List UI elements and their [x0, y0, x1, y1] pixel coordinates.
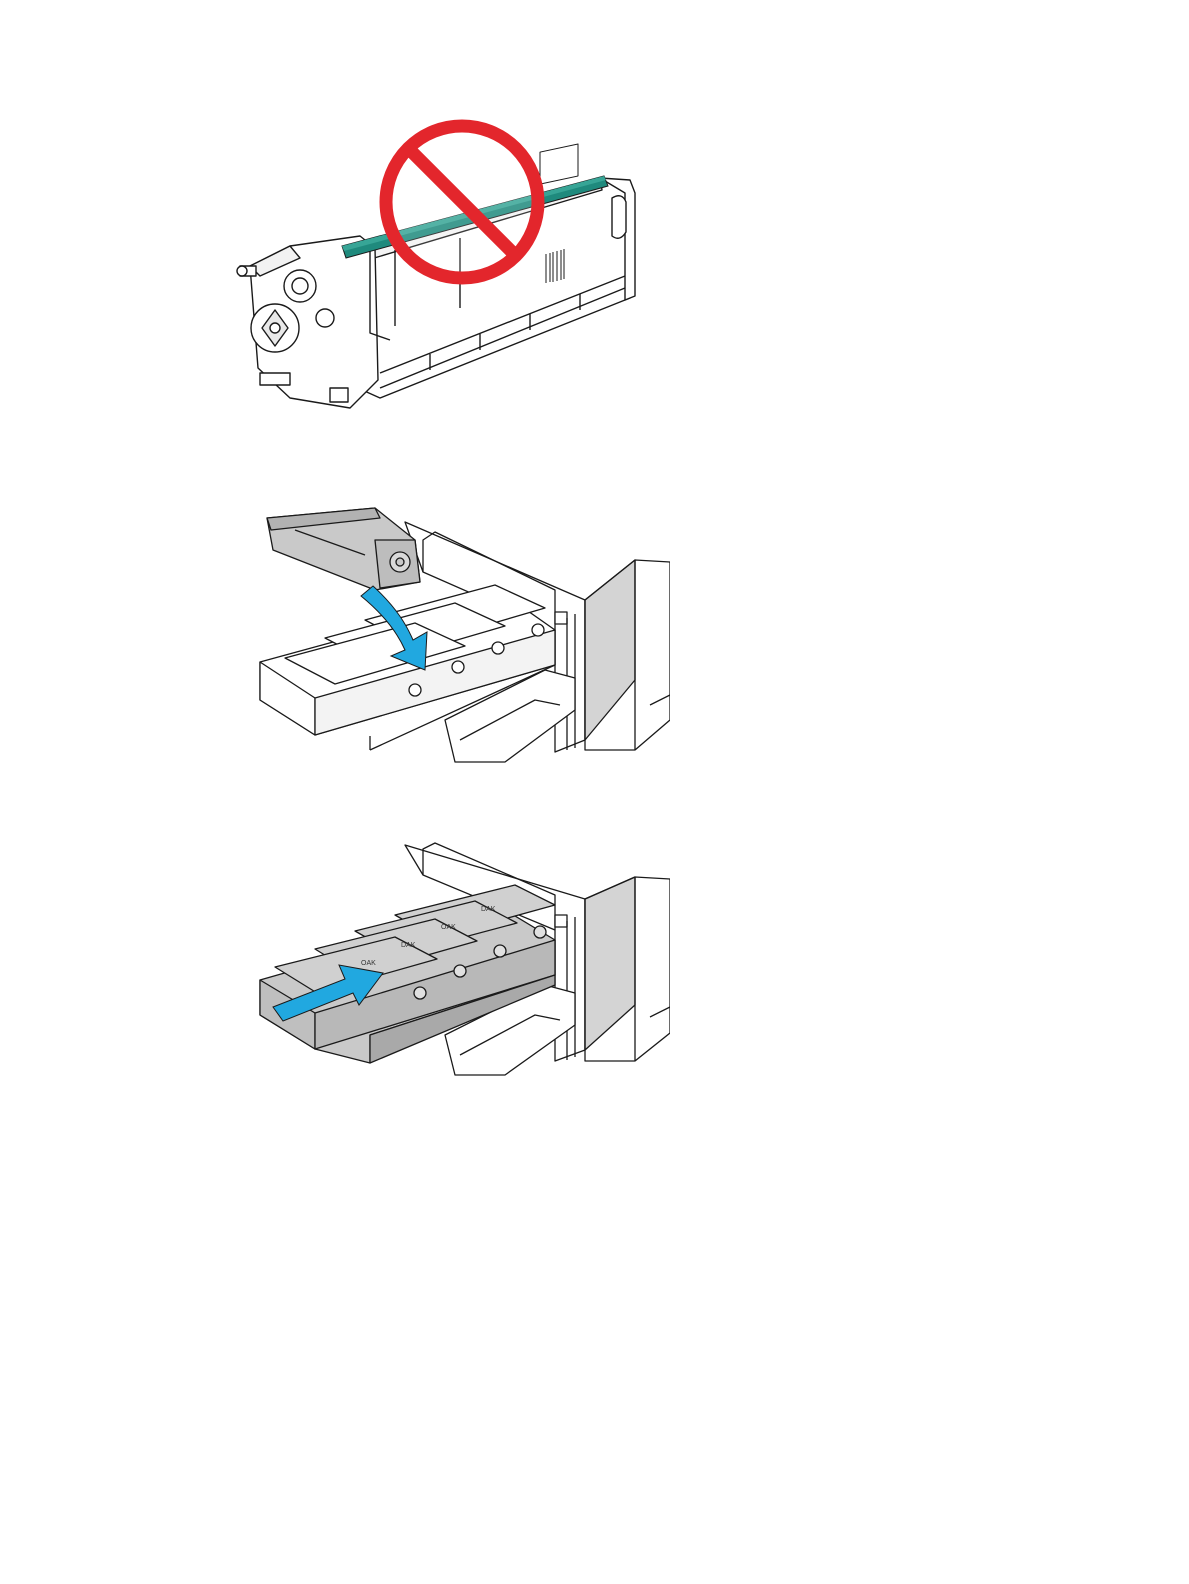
cartridge-label: OAK	[441, 924, 456, 931]
cartridge-label: OAK	[361, 960, 376, 967]
close-drawer-illustration: DAK OAK DAK OAK	[255, 835, 670, 1080]
cartridge-label: DAK	[401, 942, 416, 949]
toner-cartridge-inserting	[267, 508, 420, 590]
cartridge-do-not-touch-illustration	[230, 118, 650, 418]
cartridge-drawer	[260, 585, 575, 762]
insert-cartridge-illustration	[255, 500, 670, 775]
prohibition-icon	[386, 126, 538, 278]
cartridge-label: DAK	[481, 906, 496, 913]
